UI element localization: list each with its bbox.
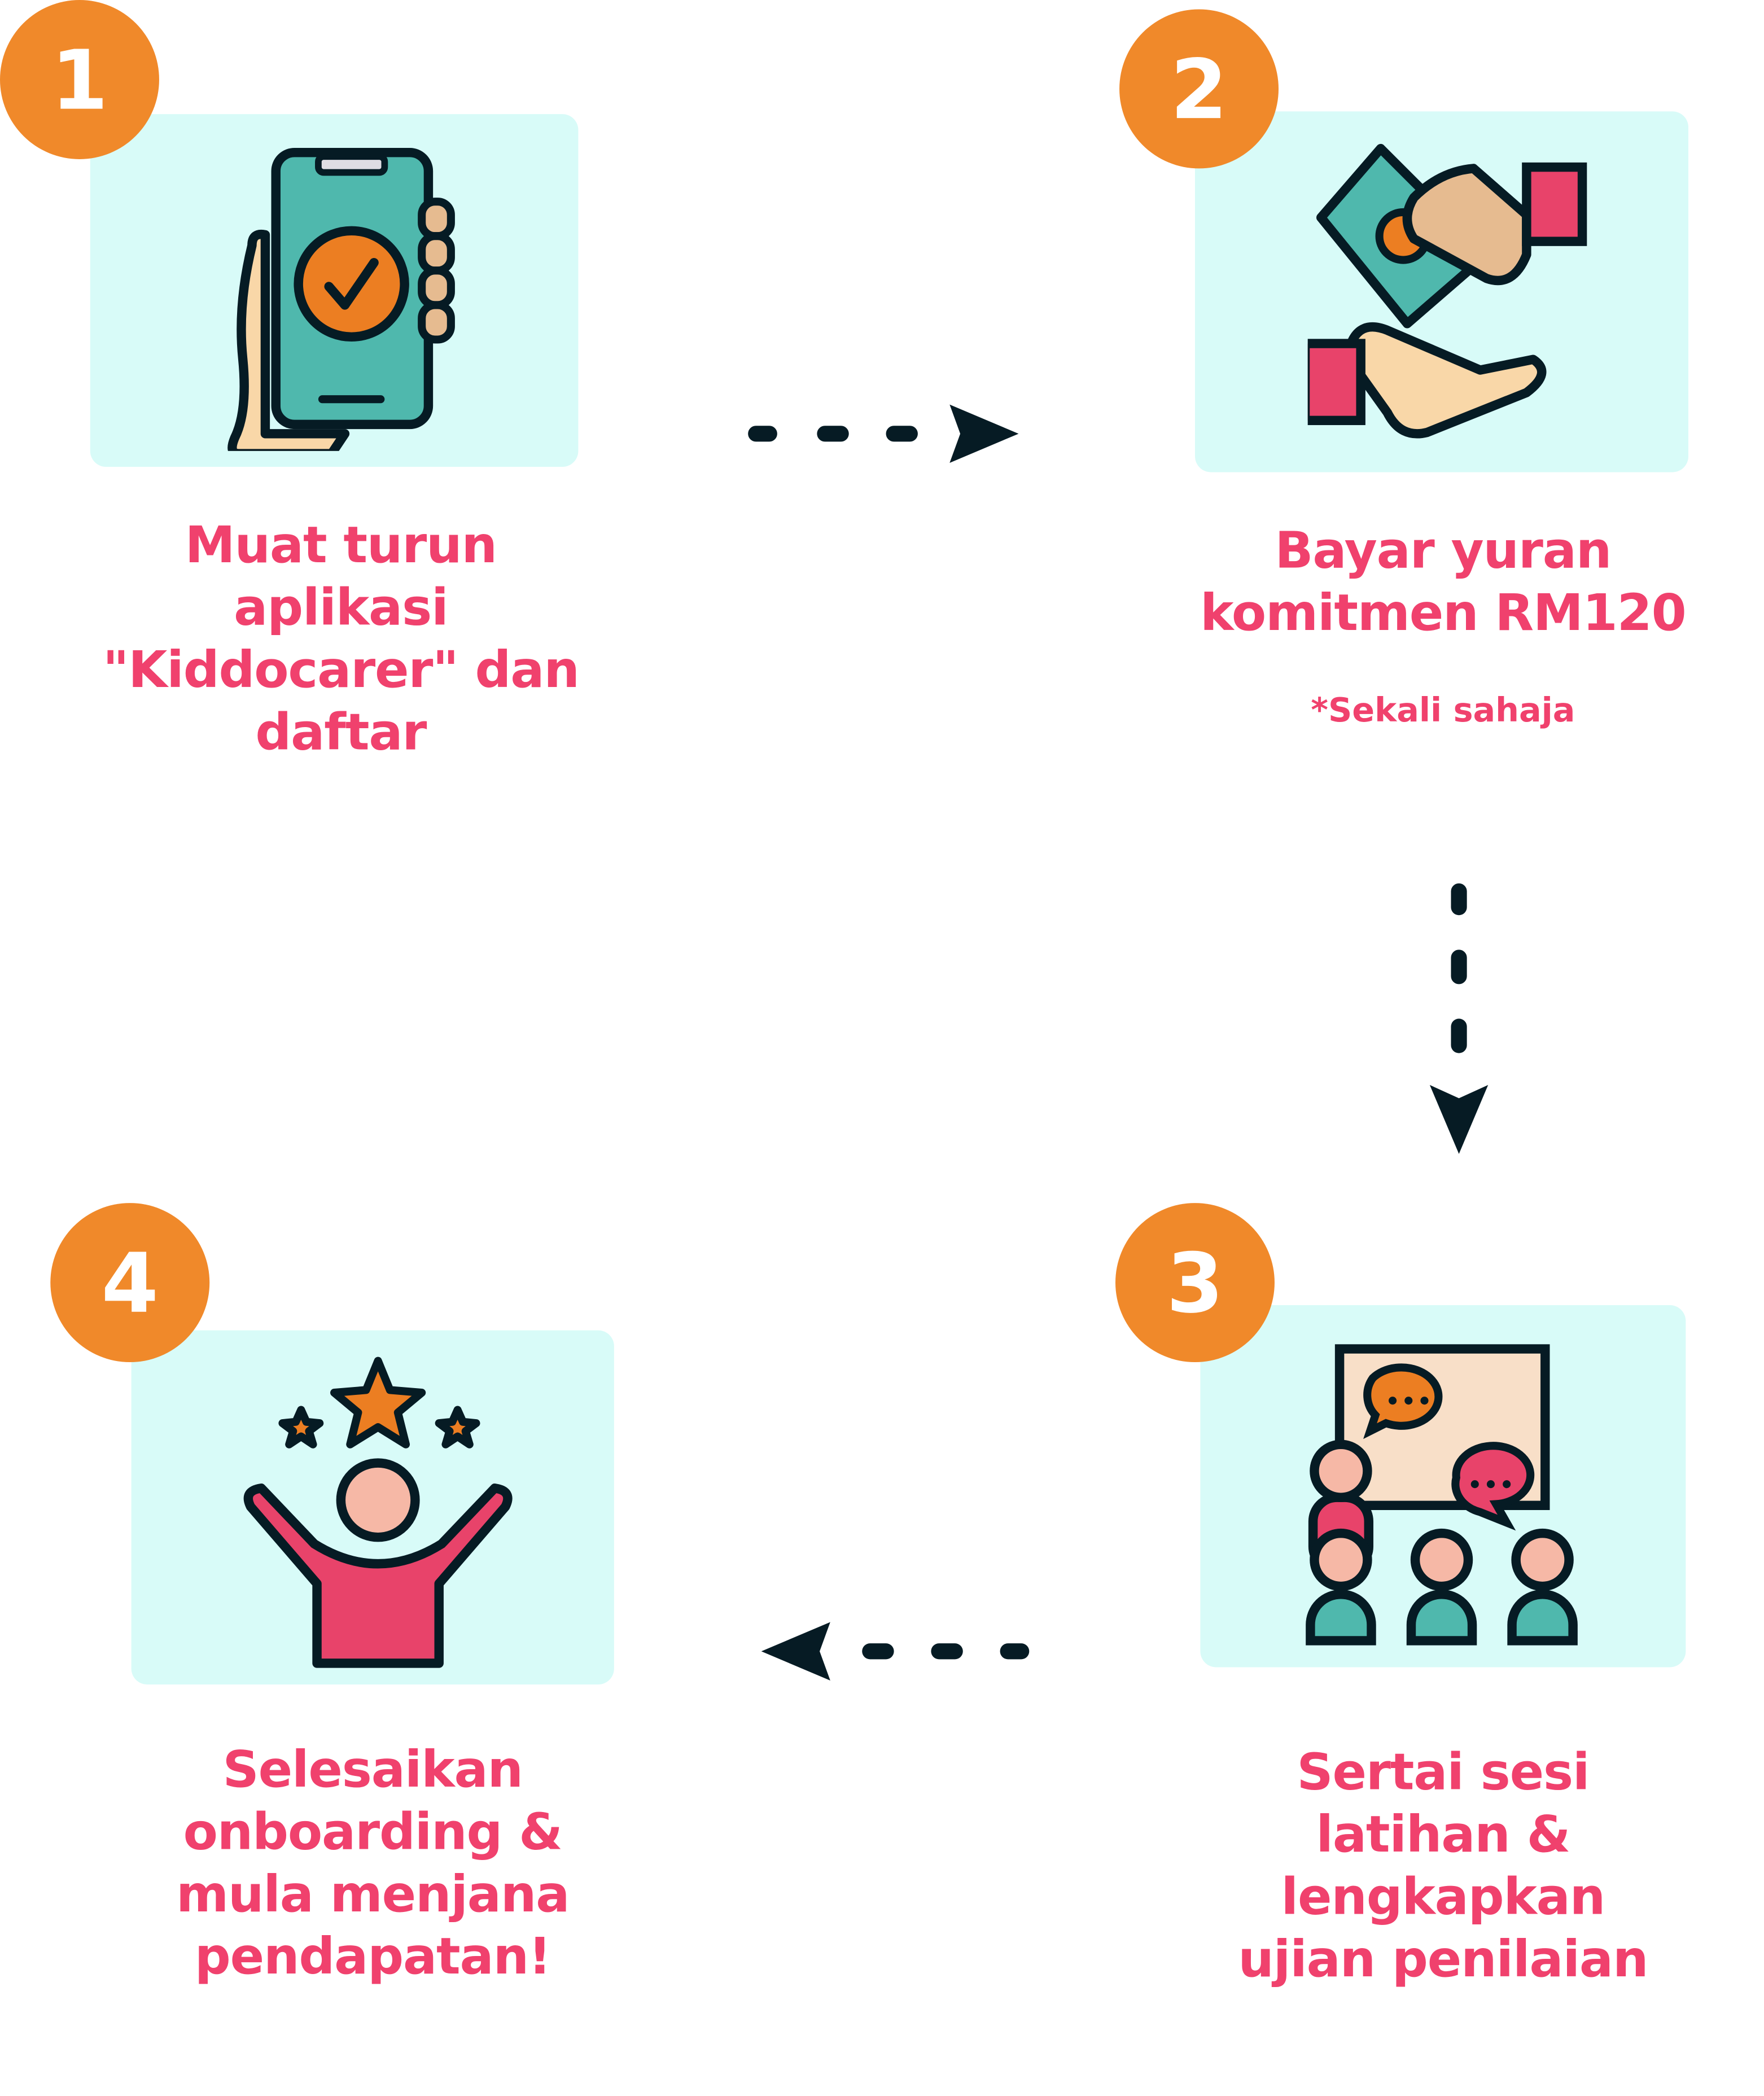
step-4-text: Selesaikan onboarding & mula menjana pen…: [119, 1739, 626, 1988]
step-3-line: ujian penilaian: [1238, 1929, 1648, 1989]
step-2-line: Bayar yuran: [1275, 521, 1612, 580]
step-2-line: komitmen RM120: [1200, 583, 1687, 642]
step-4-line: pendapatan!: [194, 1927, 551, 1986]
arrow-right-icon: [748, 404, 1019, 463]
step-1-panel: [90, 114, 579, 467]
step-2-note: *Sekali sahaja: [1311, 691, 1575, 730]
step-3-panel: [1200, 1305, 1686, 1668]
training-session-icon: [1306, 1344, 1578, 1646]
step-1-line: Muat turun: [185, 515, 497, 575]
step-3-line: Sertai sesi: [1297, 1743, 1590, 1801]
step-4-panel: [131, 1330, 614, 1684]
step-3-line: lengkapkan: [1281, 1867, 1606, 1926]
step-1-line: "Kiddocarer" dan: [102, 640, 580, 699]
payment-hands-icon: [1307, 143, 1587, 439]
step-3-text: Sertai sesi latihan & lengkapkan ujian p…: [1194, 1741, 1692, 1991]
celebrating-person-icon: [243, 1357, 513, 1668]
step-4-line: Selesaikan: [222, 1740, 523, 1799]
step-1-text: Muat turun aplikasi "Kiddocarer" dan daf…: [53, 515, 629, 764]
step-1-line: aplikasi: [234, 578, 449, 637]
step-2-text: Bayar yuran komitmen RM120: [1167, 520, 1719, 645]
step-2-panel: [1194, 111, 1689, 472]
step-4-badge: 4: [50, 1203, 210, 1363]
step-3-badge: 3: [1115, 1203, 1275, 1363]
step-2-badge: 2: [1119, 9, 1279, 169]
arrow-down-icon: [1429, 883, 1489, 1154]
step-4-line: mula menjana: [176, 1865, 570, 1923]
step-1-badge: 1: [0, 0, 159, 159]
step-4-line: onboarding &: [183, 1802, 563, 1861]
arrow-left-icon: [761, 1622, 1030, 1681]
step-1-line: daftar: [255, 703, 427, 762]
step-3-line: latihan &: [1316, 1805, 1570, 1864]
phone-check-icon: [227, 147, 455, 451]
